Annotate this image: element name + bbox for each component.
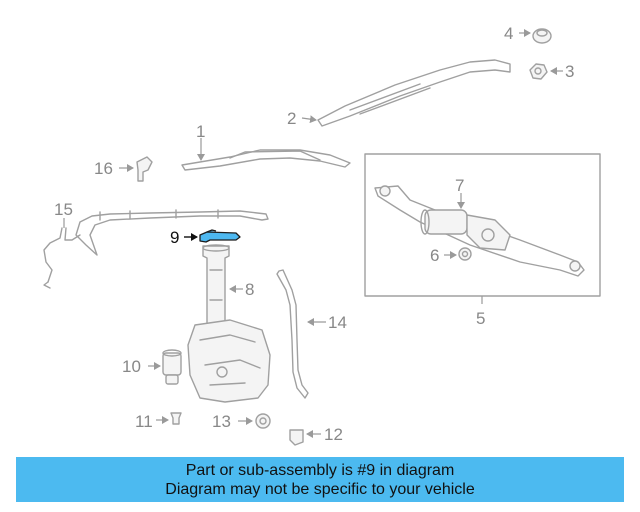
callout-3: 3 xyxy=(565,62,574,81)
callout-11: 11 xyxy=(135,412,153,431)
part-10-pump xyxy=(162,349,182,385)
callout-9: 9 xyxy=(170,228,179,247)
part-9-highlighted xyxy=(199,229,241,243)
callout-10: 10 xyxy=(122,357,141,376)
part-14-hose xyxy=(276,269,309,399)
part-11-grommet xyxy=(170,412,182,425)
callout-15: 15 xyxy=(54,200,73,219)
banner-line-disclaimer: Diagram may not be specific to your vehi… xyxy=(165,480,475,498)
part-7-wiper-motor-linkage xyxy=(374,185,585,277)
callout-5: 5 xyxy=(476,309,485,328)
callout-12: 12 xyxy=(324,425,343,444)
callout-6: 6 xyxy=(430,246,439,265)
part-1-wiper-blade xyxy=(181,149,351,171)
callout-2: 2 xyxy=(287,109,296,128)
callout-16: 16 xyxy=(94,159,113,178)
part-16-nozzle xyxy=(136,156,153,182)
callout-14: 14 xyxy=(328,313,347,332)
part-12-clip xyxy=(289,429,304,446)
callout-1: 1 xyxy=(196,122,205,141)
callout-4: 4 xyxy=(504,24,513,43)
part-2-wiper-arm xyxy=(317,59,511,127)
part-15-washer-hose xyxy=(43,209,269,289)
callout-8: 8 xyxy=(245,280,254,299)
part-13-seal xyxy=(255,413,271,429)
callout-7: 7 xyxy=(455,176,464,195)
part-3-nut xyxy=(529,63,548,80)
part-6-bolt xyxy=(458,247,472,261)
callout-13: 13 xyxy=(212,412,231,431)
banner-line-part-number: Part or sub-assembly is #9 in diagram xyxy=(185,461,455,479)
part-4-cap xyxy=(532,28,552,44)
info-banner: Part or sub-assembly is #9 in diagram Di… xyxy=(16,457,624,502)
washer-reservoir-tank xyxy=(187,319,271,403)
